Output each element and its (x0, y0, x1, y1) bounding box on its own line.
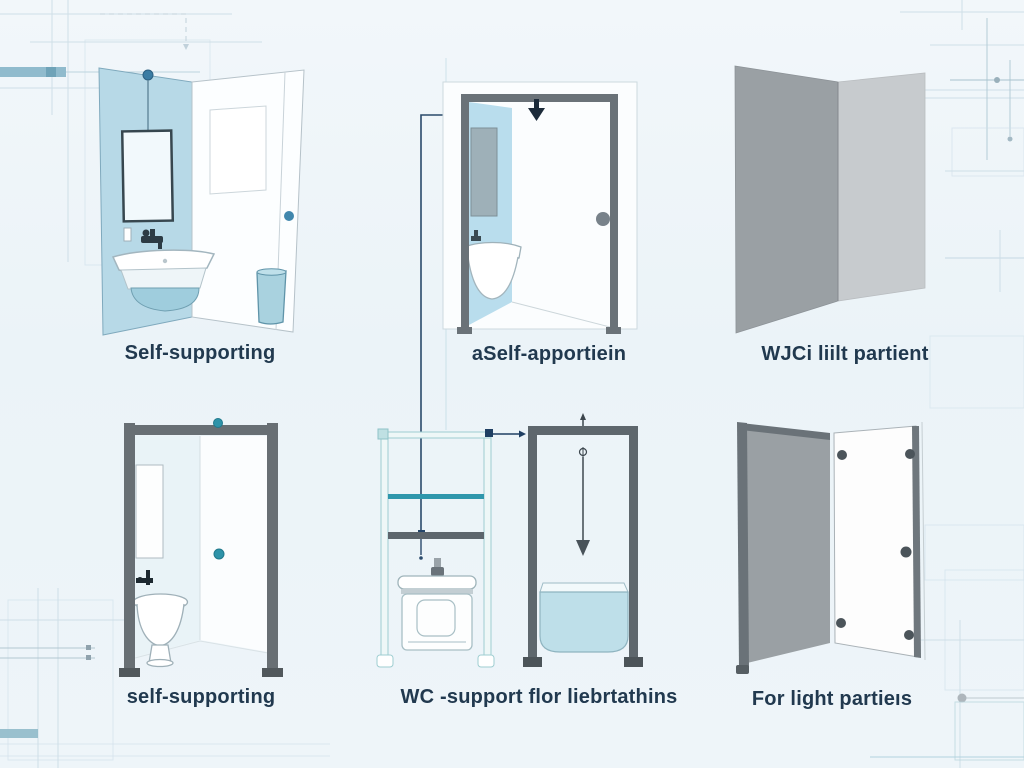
vertical-load-arrow (576, 413, 590, 556)
ceiling-fixing-dot (142, 69, 154, 81)
teal-support-frame (376, 428, 495, 668)
fixing-square-navy (485, 429, 493, 437)
door-handle (596, 212, 610, 226)
door-frame (457, 94, 621, 334)
waste-bin (256, 268, 287, 325)
interior-washbasin (463, 230, 522, 300)
caption-wc-support-frames: WC -support flor liebrtathins (400, 686, 678, 708)
caption-frame-with-bidet: self-supporting (126, 686, 276, 708)
gray-panel-right (837, 72, 926, 302)
gray-panel-left (734, 65, 839, 334)
gray-door-panel (741, 424, 830, 664)
caption-gray-corner-panels: WJCi liilt partient (761, 343, 929, 365)
white-door-panel (833, 425, 919, 658)
basin-with-cabinet (397, 558, 477, 651)
down-arrow (528, 99, 545, 121)
fixing-dot-wall (213, 548, 225, 560)
cistern-tank (539, 582, 629, 653)
panel-wc-support-frames (376, 413, 643, 668)
fixing-dot-top (213, 418, 223, 428)
washbasin (111, 249, 216, 312)
panel-frame-with-bidet (119, 418, 283, 677)
tall-mirror-outline (135, 464, 164, 559)
fixing-dots (836, 449, 915, 640)
panel-corner-bathroom (98, 67, 305, 336)
bidet (132, 593, 189, 668)
teal-accent-bars (0, 67, 66, 738)
support-frame (119, 423, 283, 677)
light-switch (123, 227, 132, 242)
caption-corner-bathroom: Self-supporting (124, 342, 276, 364)
faucet (141, 229, 163, 249)
mirror (120, 129, 175, 223)
caption-door-frame-basin: aSelf-apportiein (471, 343, 627, 365)
gray-crossbar (388, 532, 484, 539)
panel-gray-door (736, 421, 926, 674)
interior-wall-right (200, 436, 268, 652)
caption-gray-door-panels: For light partieıs (751, 688, 913, 710)
panel-gray-corner (734, 65, 926, 334)
wall-panel-outline (209, 105, 267, 195)
panel-door-frame-basin (442, 81, 638, 334)
bidet-faucet (136, 570, 153, 585)
interior-mirror (470, 127, 498, 217)
horizontal-connector-arrow (491, 430, 526, 438)
dark-support-frame (523, 426, 643, 667)
teal-crossbar (388, 494, 484, 499)
door-handle-dot (284, 211, 294, 221)
